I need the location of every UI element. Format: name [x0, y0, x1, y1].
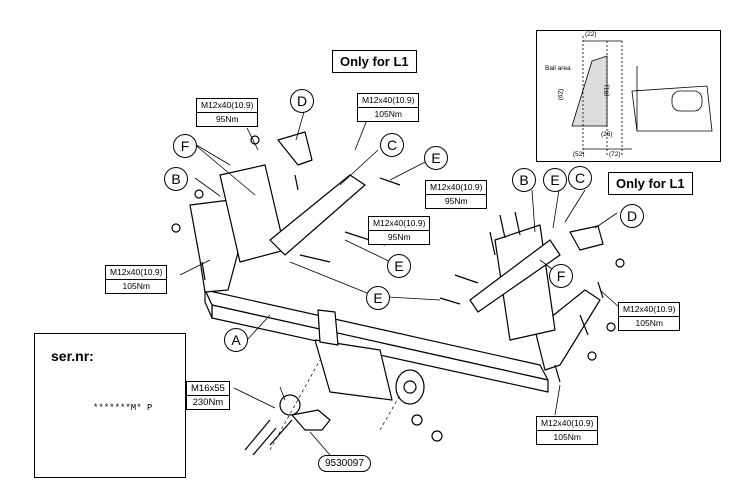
dim-label: (81)	[603, 84, 611, 97]
part-label-e: E	[387, 254, 411, 278]
part-label-f: F	[549, 264, 573, 288]
part-label-c: C	[568, 166, 592, 190]
serial-plate-text: *******M*	[93, 403, 142, 413]
bolt-size: M12x40(10.9)	[201, 100, 254, 110]
bolt-size: M12x40(10.9)	[110, 267, 163, 277]
serial-label: ser.nr:	[51, 348, 94, 364]
bracket-d-left	[277, 131, 313, 166]
dim-label: (22)	[585, 31, 597, 38]
bolt-spec-top-middle: M12x40(10.9) 105Nm	[357, 93, 420, 122]
part-label-c: C	[380, 133, 404, 157]
bolt-spec-middle-right: M12x40(10.9) 95Nm	[425, 180, 488, 209]
bolt-torque: 105Nm	[537, 430, 598, 444]
part-number-tag: 9530097	[318, 455, 371, 472]
part-label-a: A	[224, 328, 248, 352]
bolt-spec-right: M12x40(10.9) 105Nm	[618, 302, 681, 331]
bolt-torque: 105Nm	[358, 107, 419, 121]
part-label-e: E	[543, 168, 567, 192]
part-label-e: E	[424, 146, 448, 170]
bolt-size: M12x40(10.9)	[373, 218, 426, 228]
part-label-f: F	[173, 134, 197, 158]
part-label-b: B	[164, 167, 188, 191]
bolt-spec-ball: M16x55 230Nm	[186, 381, 230, 410]
socket-plate	[395, 369, 425, 405]
bolt-torque: 95Nm	[426, 194, 487, 208]
connecting-plate-left	[269, 174, 366, 256]
part-label-e: E	[366, 286, 390, 310]
serial-plate-letter: P	[147, 403, 153, 413]
alignment-lines	[269, 359, 401, 451]
bolt-torque: 105Nm	[619, 316, 680, 330]
part-label-b: B	[512, 168, 536, 192]
bolt-spec-center: M12x40(10.9) 95Nm	[368, 216, 431, 245]
only-for-l1-label: Only for L1	[608, 172, 693, 195]
dim-label: (26)	[601, 131, 613, 138]
right-end-bracket	[534, 289, 601, 371]
bolt-torque: 230Nm	[187, 395, 229, 409]
bolt-torque: 95Nm	[369, 230, 430, 244]
dim-label: (52)	[573, 151, 585, 158]
dimension-inset: Ball area (22) (62) (81) (26) (52) (72)	[536, 30, 721, 162]
bolt-torque: 105Nm	[106, 279, 167, 293]
bolt-spec-left: M12x40(10.9) 105Nm	[105, 265, 168, 294]
only-for-l1-label: Only for L1	[332, 50, 417, 73]
bolts	[201, 174, 604, 456]
ball-area-label: Ball area	[545, 65, 571, 72]
bolt-spec-top-left: M12x40(10.9) 95Nm	[196, 98, 259, 127]
bolt-size: M12x40(10.9)	[541, 418, 594, 428]
bracket-d-right	[569, 225, 604, 251]
bolt-size: M16x55	[191, 383, 225, 394]
part-label-d: D	[620, 204, 644, 228]
dim-label: (62)	[557, 88, 565, 101]
part-label-d: D	[290, 89, 314, 113]
bolt-spec-bottom-right: M12x40(10.9) 105Nm	[536, 416, 599, 445]
dim-label: (72)	[609, 151, 621, 158]
ball-mount-plate	[314, 339, 393, 401]
bolt-size: M12x40(10.9)	[623, 304, 676, 314]
bolt-torque: 95Nm	[197, 112, 258, 126]
tow-ball	[279, 394, 301, 416]
bolt-size: M12x40(10.9)	[430, 182, 483, 192]
dimension-drawing	[571, 36, 713, 156]
connecting-plate-right	[469, 239, 561, 313]
serial-number-box: ser.nr: *******M* P	[34, 333, 186, 478]
bolt-size: M12x40(10.9)	[362, 95, 415, 105]
